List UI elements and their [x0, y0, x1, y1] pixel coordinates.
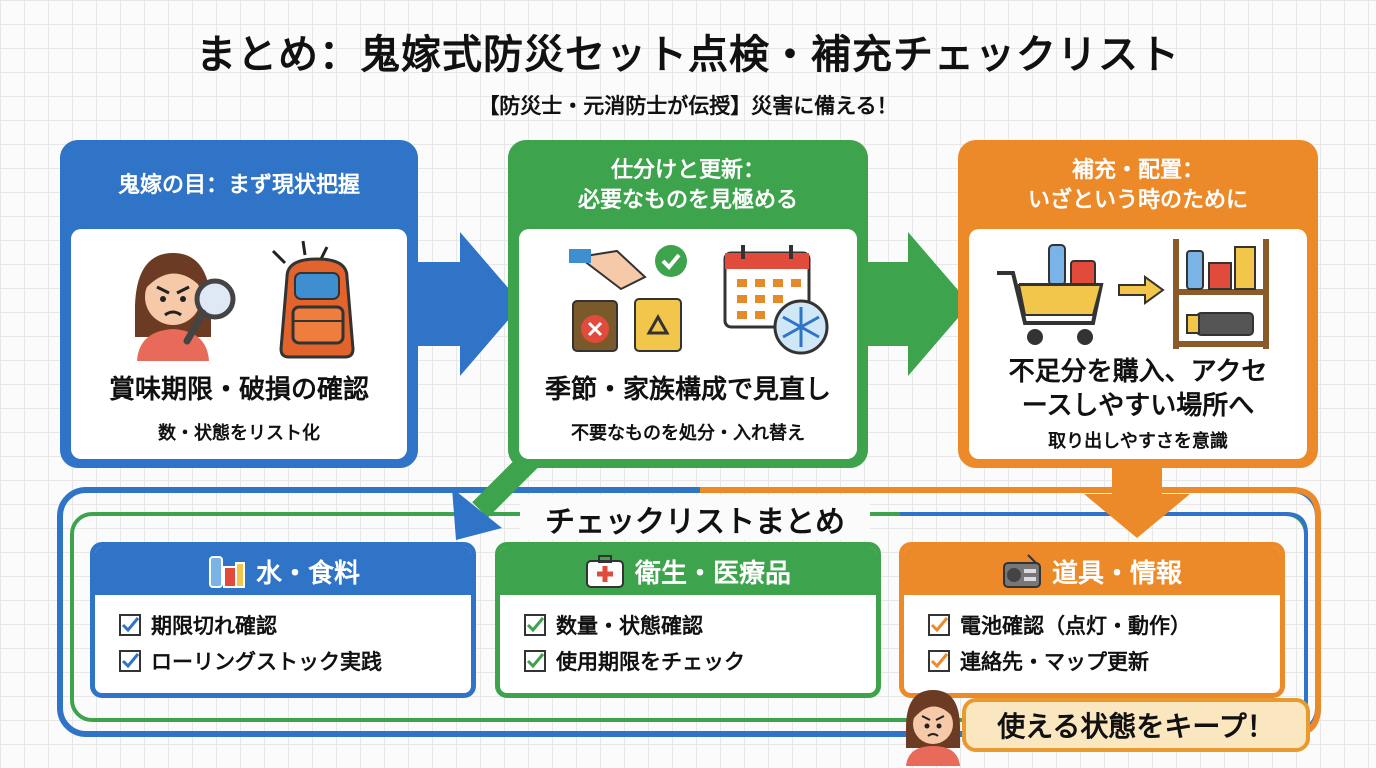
checkbox-checked-icon — [928, 614, 950, 636]
category-header: 水・食料 — [95, 547, 471, 595]
checkbox-checked-icon — [524, 650, 546, 672]
stage-restock: 補充・配置： いざという時のために 不足分を購入、アクセ ースしやすい場所へ — [958, 140, 1318, 468]
page-subtitle: 【防災士・元消防士が伝授】災害に備える！ — [478, 94, 898, 118]
category-hygiene-medical: 衛生・医療品 数量・状態確認 使用期限をチェック — [495, 542, 881, 698]
checklist-item: 連絡先・マップ更新 — [904, 643, 1280, 679]
checklist-item: 使用期限をチェック — [500, 643, 876, 679]
category-header: 衛生・医療品 — [500, 547, 876, 595]
arrow-stage3-down — [1084, 468, 1190, 538]
stage-heading: 補充・配置： いざという時のために — [1027, 158, 1248, 213]
checkbox-checked-icon — [119, 650, 141, 672]
category-tools-info: 道具・情報 電池確認（点灯・動作） 連絡先・マップ更新 — [899, 542, 1285, 698]
checklist-item: ローリングストック実践 — [95, 643, 471, 679]
arrow-right-icon — [1118, 275, 1165, 305]
stage-sub-text: 数・状態をリスト化 — [158, 423, 320, 444]
stage-main-text: 季節・家族構成で見直し — [544, 375, 831, 405]
checkbox-checked-icon — [119, 614, 141, 636]
stage-body: 不足分を購入、アクセ ースしやすい場所へ 取り出しやすさを意識 — [969, 229, 1307, 459]
stage-heading: 鬼嫁の目：まず現状把握 — [117, 173, 360, 198]
stage-main-text: 不足分を購入、アクセ ースしやすい場所へ — [1008, 357, 1268, 421]
stage-main-text: 賞味期限・破損の確認 — [108, 375, 369, 405]
category-water-food: 水・食料 期限切れ確認 ローリングストック実践 — [90, 542, 476, 698]
arrow-stage2-to-3 — [868, 232, 970, 376]
stage-sort: 仕分けと更新： 必要なものを見極める 季 — [508, 140, 868, 468]
storage-shelf-icon — [1173, 239, 1269, 349]
stage-body: 賞味期限・破損の確認 数・状態をリスト化 — [71, 229, 407, 459]
radio-icon — [1002, 554, 1041, 588]
arrow-stage2-down — [452, 488, 502, 540]
checkbox-checked-icon — [928, 650, 950, 672]
inspector-woman-icon — [135, 253, 236, 361]
checklist-item: 数量・状態確認 — [500, 607, 876, 643]
stage-body: 季節・家族構成で見直し 不要なものを処分・入れ替え — [519, 229, 857, 459]
first-aid-icon — [585, 555, 624, 588]
category-header: 道具・情報 — [904, 547, 1280, 595]
backpack-icon — [271, 240, 355, 359]
stage-assess: 鬼嫁の目：まず現状把握 賞味期限・破損の確認 数・状態をリスト化 — [60, 140, 418, 468]
stage-heading: 仕分けと更新： 必要なものを見極める — [577, 158, 798, 213]
water-food-icon — [208, 556, 245, 588]
shopping-cart-icon — [997, 244, 1104, 345]
stage-sub-text: 取り出しやすさを意識 — [1048, 431, 1228, 452]
sort-discard-recycle-icon — [569, 245, 687, 352]
arrow-stage1-to-2 — [418, 232, 522, 376]
footer-badge: 使える状態をキープ！ — [962, 698, 1310, 752]
checkbox-checked-icon — [524, 614, 546, 636]
checklist-item: 期限切れ確認 — [95, 607, 471, 643]
checklist-item: 電池確認（点灯・動作） — [904, 607, 1280, 643]
avatar-woman-icon — [906, 690, 960, 766]
summary-title: チェックリストまとめ — [545, 505, 845, 540]
page-title: まとめ：鬼嫁式防災セット点検・補充チェックリスト — [196, 32, 1180, 78]
calendar-snowflake-icon — [723, 245, 829, 355]
stage-sub-text: 不要なものを処分・入れ替え — [571, 423, 805, 444]
